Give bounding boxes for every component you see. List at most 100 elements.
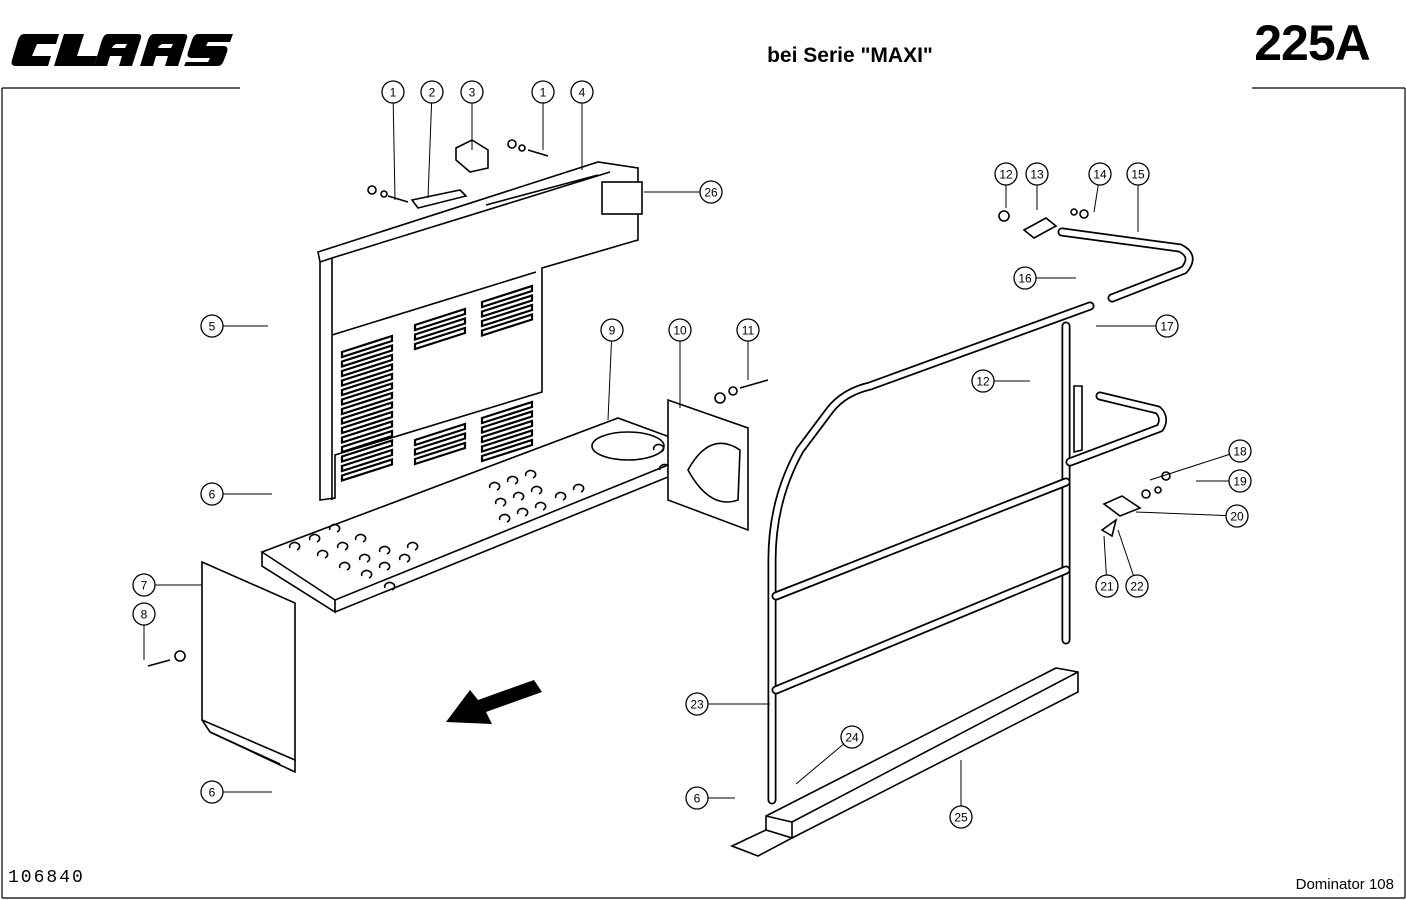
- mounting-hole: [360, 569, 373, 579]
- mounting-hole: [512, 491, 525, 501]
- callout-label: 8: [141, 608, 148, 622]
- callout-19: 19: [1228, 469, 1252, 493]
- base-channel: [729, 667, 1079, 857]
- callout-label: 20: [1230, 510, 1244, 524]
- callout-label: 21: [1100, 580, 1114, 594]
- callout-label: 25: [954, 811, 968, 825]
- louver-slot: [340, 372, 394, 397]
- louver-slot: [480, 419, 534, 444]
- callout-leader: [427, 91, 433, 199]
- callout-label: 13: [1030, 168, 1044, 182]
- callout-1: 1: [381, 80, 405, 104]
- callout-4: 4: [570, 80, 594, 104]
- callout-10: 10: [668, 318, 692, 342]
- callout-leader: [607, 329, 613, 421]
- callout-1: 1: [531, 80, 555, 104]
- callout-9: 9: [600, 318, 624, 342]
- callout-8: 8: [132, 602, 156, 626]
- louver-slot: [340, 419, 394, 445]
- louver-slot: [480, 312, 534, 338]
- callout-3: 3: [460, 80, 484, 104]
- mounting-hole: [328, 523, 341, 533]
- callout-leader: [392, 91, 396, 201]
- louver-slot: [340, 400, 394, 426]
- callout-12: 12: [994, 162, 1018, 186]
- louver-slot: [480, 293, 534, 319]
- callout-6: 6: [200, 780, 224, 804]
- callout-label: 6: [209, 786, 216, 800]
- mounting-hole: [494, 497, 507, 507]
- direction-arrow: [446, 680, 542, 724]
- callout-label: 2: [429, 86, 436, 100]
- callout-label: 10: [673, 324, 687, 338]
- callout-6: 6: [685, 786, 709, 810]
- callout-label: 14: [1093, 168, 1107, 182]
- mounting-hole: [516, 507, 529, 517]
- louver-slot: [413, 441, 467, 466]
- callout-14: 14: [1088, 162, 1112, 186]
- callout-label: 17: [1160, 320, 1174, 334]
- mounting-hole: [338, 561, 351, 571]
- louver-slot: [340, 438, 394, 464]
- louver-slot: [413, 326, 467, 351]
- callout-label: 6: [694, 792, 701, 806]
- callout-label: 16: [1018, 272, 1032, 286]
- callout-label: 18: [1233, 445, 1247, 459]
- label-plate-26: [601, 181, 643, 215]
- callout-13: 13: [1025, 162, 1049, 186]
- callout-18: 18: [1228, 439, 1252, 463]
- callout-22: 22: [1125, 574, 1149, 598]
- callout-label: 5: [209, 320, 216, 334]
- callout-leader: [1149, 450, 1241, 481]
- mounting-hole: [406, 541, 419, 551]
- callout-label: 7: [141, 579, 148, 593]
- side-plate: [147, 560, 296, 774]
- callout-label: 1: [390, 86, 397, 100]
- louver-slot: [480, 400, 534, 425]
- louver-slot: [413, 316, 467, 342]
- callout-26: 26: [699, 180, 723, 204]
- mounting-hole: [534, 501, 547, 511]
- callout-label: 24: [845, 731, 859, 745]
- page-number: 225A: [1254, 15, 1371, 71]
- drawing-number: 106840: [8, 868, 85, 888]
- claas-logo: [11, 34, 233, 66]
- mounting-hole: [398, 553, 411, 563]
- latch-assembly: [1100, 471, 1171, 538]
- louver-slot: [413, 422, 467, 447]
- mounting-hole: [554, 491, 567, 501]
- louver-slot: [340, 381, 394, 407]
- louver-slot: [340, 334, 394, 359]
- louver-slot: [340, 362, 394, 388]
- callout-7: 7: [132, 573, 156, 597]
- top-brackets: [367, 139, 549, 209]
- mounting-hole: [288, 541, 301, 551]
- louver-slot: [480, 409, 534, 435]
- louver-slot: [480, 428, 534, 454]
- louver-slot: [340, 448, 394, 473]
- callout-12: 12: [971, 369, 995, 393]
- mounting-hole: [498, 513, 511, 523]
- callout-16: 16: [1013, 266, 1037, 290]
- callout-6: 6: [200, 482, 224, 506]
- callout-label: 23: [690, 698, 704, 712]
- mounting-hole: [354, 533, 367, 543]
- callout-label: 12: [999, 168, 1013, 182]
- louver-slot: [480, 284, 534, 309]
- louver-slot: [340, 457, 394, 483]
- mounting-hole: [524, 469, 537, 479]
- callout-label: 22: [1130, 580, 1144, 594]
- mounting-hole: [572, 483, 585, 493]
- louver-slot: [480, 438, 534, 463]
- callout-25: 25: [949, 805, 973, 829]
- callout-15: 15: [1126, 162, 1150, 186]
- mounting-hole: [383, 581, 396, 591]
- callout-label: 9: [609, 324, 616, 338]
- callout-label: 11: [742, 324, 755, 338]
- callout-label: 12: [976, 375, 990, 389]
- callout-leader: [1135, 511, 1238, 517]
- callout-label: 19: [1233, 475, 1247, 489]
- louver-slot: [413, 307, 467, 332]
